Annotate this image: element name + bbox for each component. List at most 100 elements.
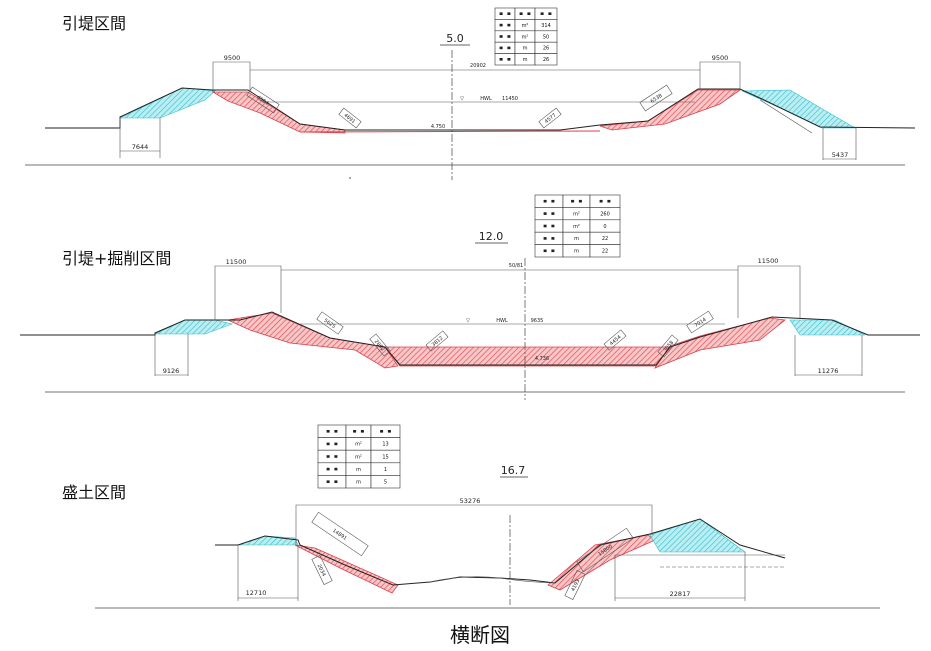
table-glyph-mark [326,480,330,483]
table-glyph-mark [540,12,544,15]
dim-bottom-right-1: 5437 [832,151,849,159]
table-glyph-mark [607,199,611,203]
dim-box-top-right-2 [737,265,801,318]
dim-bottom-right-3: 22817 [670,590,691,598]
table-cell [494,41,516,54]
table-glyph-mark [578,199,582,203]
ground-profile-3 [215,518,786,586]
svg-text:4577: 4577 [544,113,558,126]
table-glyph-mark [543,224,547,228]
dim-bottom-left-1: 7644 [132,143,149,151]
cut-area-right-1 [599,89,742,131]
section-2-drawing: 12.0 11500 11500 50/81 ▽ HWL 9635 4.736 … [20,230,920,400]
section-3-drawing: 16.7 53276 14891 2034 15800 4193 [95,464,880,609]
dim-box-top-left-1 [212,61,251,93]
table-glyph-mark [360,430,364,433]
station-label-1: 5.0 [446,32,464,45]
riverbed-line-1 [299,130,601,133]
fill-area-left-1 [119,87,216,119]
table-unit: m² [522,34,529,40]
table-unit: m² [573,224,580,230]
dim-bottom-left-2: 9126 [163,367,180,375]
table-unit: m [574,236,579,242]
table-glyph-mark [551,224,555,228]
hwl-triangle-icon: ▽ [460,96,464,102]
ground-profile-1 [45,87,916,131]
table-glyph-mark [326,455,330,458]
cut-area-left-1 [211,91,346,134]
table-value: 5 [384,480,387,486]
fill-area-right-3 [649,518,746,553]
section-title-2: 引堤+掘削区間 [62,249,171,268]
table-glyph-mark [334,467,338,471]
table-value: 314 [541,23,551,29]
table-glyph-mark [551,249,555,253]
table-cell [370,475,401,489]
hwl-value-2: 9635 [531,318,544,324]
dim-box-top-right-1 [699,61,741,90]
slope-dim-2-1: 5625 [316,311,344,335]
slope-dim-3-1: 14891 [311,511,369,557]
table-value: 1 [384,467,387,473]
dim-box-top-3 [295,504,653,545]
table-glyph-mark [499,12,503,15]
riverbed-curve-3 [429,576,556,584]
cut-area-right-2 [653,317,786,369]
dim-bottom-left-3: 12710 [246,589,267,597]
table-glyph-mark [543,249,547,253]
dim-span-3: 53276 [460,497,481,505]
table-glyph-mark [599,199,603,203]
table-unit: m [356,467,361,473]
table-glyph-mark [551,212,555,215]
table-glyph-mark [507,12,511,15]
svg-text:6504: 6504 [255,95,269,107]
table-unit: m² [355,454,362,460]
table-glyph-mark [334,455,338,458]
table-glyph-mark [334,430,338,433]
table-cell [317,462,347,476]
table-value: 260 [600,211,610,217]
table-glyph-mark [499,58,503,61]
table-cell [317,424,347,438]
table-glyph-mark [334,480,338,483]
table-glyph-mark [499,35,503,38]
table-cell [494,53,516,66]
table-value: 22 [602,236,608,242]
bed-level-1: 4.750 [431,124,445,130]
dim-span-2: 50/81 [509,263,523,269]
table-glyph-mark [543,199,547,203]
section-title-3: 盛土区間 [62,483,126,502]
svg-text:7014: 7014 [694,317,708,329]
bed-level-2: 4.736 [535,356,549,362]
hwl-label-1: HWL [480,96,492,102]
table-cell [317,475,347,489]
table-cell [589,244,621,258]
table-unit: m² [355,442,362,448]
hwl-value-1: 11450 [502,96,518,102]
fill-area-right-2 [789,319,866,336]
cut-area-bed-2 [384,346,671,367]
slope-dim-1-3: 4577 [538,107,562,129]
table-value: 13 [382,442,388,448]
dim-box-top-left-2 [214,265,282,320]
table-cell [494,7,516,20]
cut-area-right-3 [547,534,656,591]
table-unit: m [523,46,528,52]
slope-dim-3-4: 4193 [564,570,586,600]
table-unit: m [574,249,579,255]
svg-text:4691: 4691 [343,113,357,126]
fill-area-left-3 [237,535,299,546]
dim-top-left-2: 11500 [226,258,247,266]
table-glyph-mark [334,442,338,446]
fill-area-left-2 [154,319,234,335]
cut-area-left-3 [294,544,399,594]
table-cell [514,7,536,20]
svg-text:6538: 6538 [650,93,664,105]
table-cell [534,207,564,221]
dim-top-left-1: 9500 [224,54,241,62]
table-cell [345,424,372,438]
slope-dim-2-6: 7014 [686,310,714,334]
